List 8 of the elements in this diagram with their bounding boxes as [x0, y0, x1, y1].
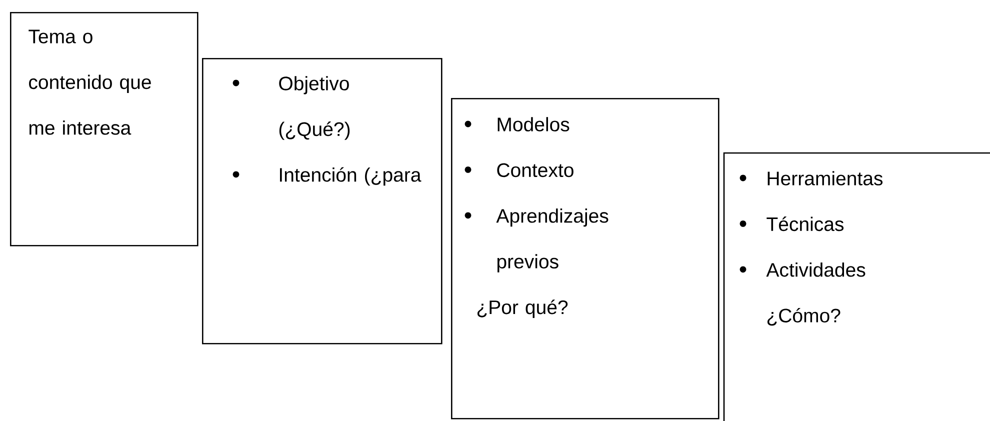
text-box: Modelos Contexto Aprendizajes previos ¿Por qué? [451, 98, 720, 420]
node-label: ¿Cómo? [767, 308, 840, 326]
node-label: Técnicas [766, 216, 844, 232]
node-label: Herramientas [768, 171, 883, 186]
text-box: Tema o contenido que me interesa [10, 12, 198, 246]
text-box: Herramientas Técnicas Actividades ¿Cómo? [723, 152, 990, 421]
node-label: Actividades [766, 262, 866, 277]
text-box: Objetivo (¿Qué?) Intención (¿para [202, 58, 442, 344]
